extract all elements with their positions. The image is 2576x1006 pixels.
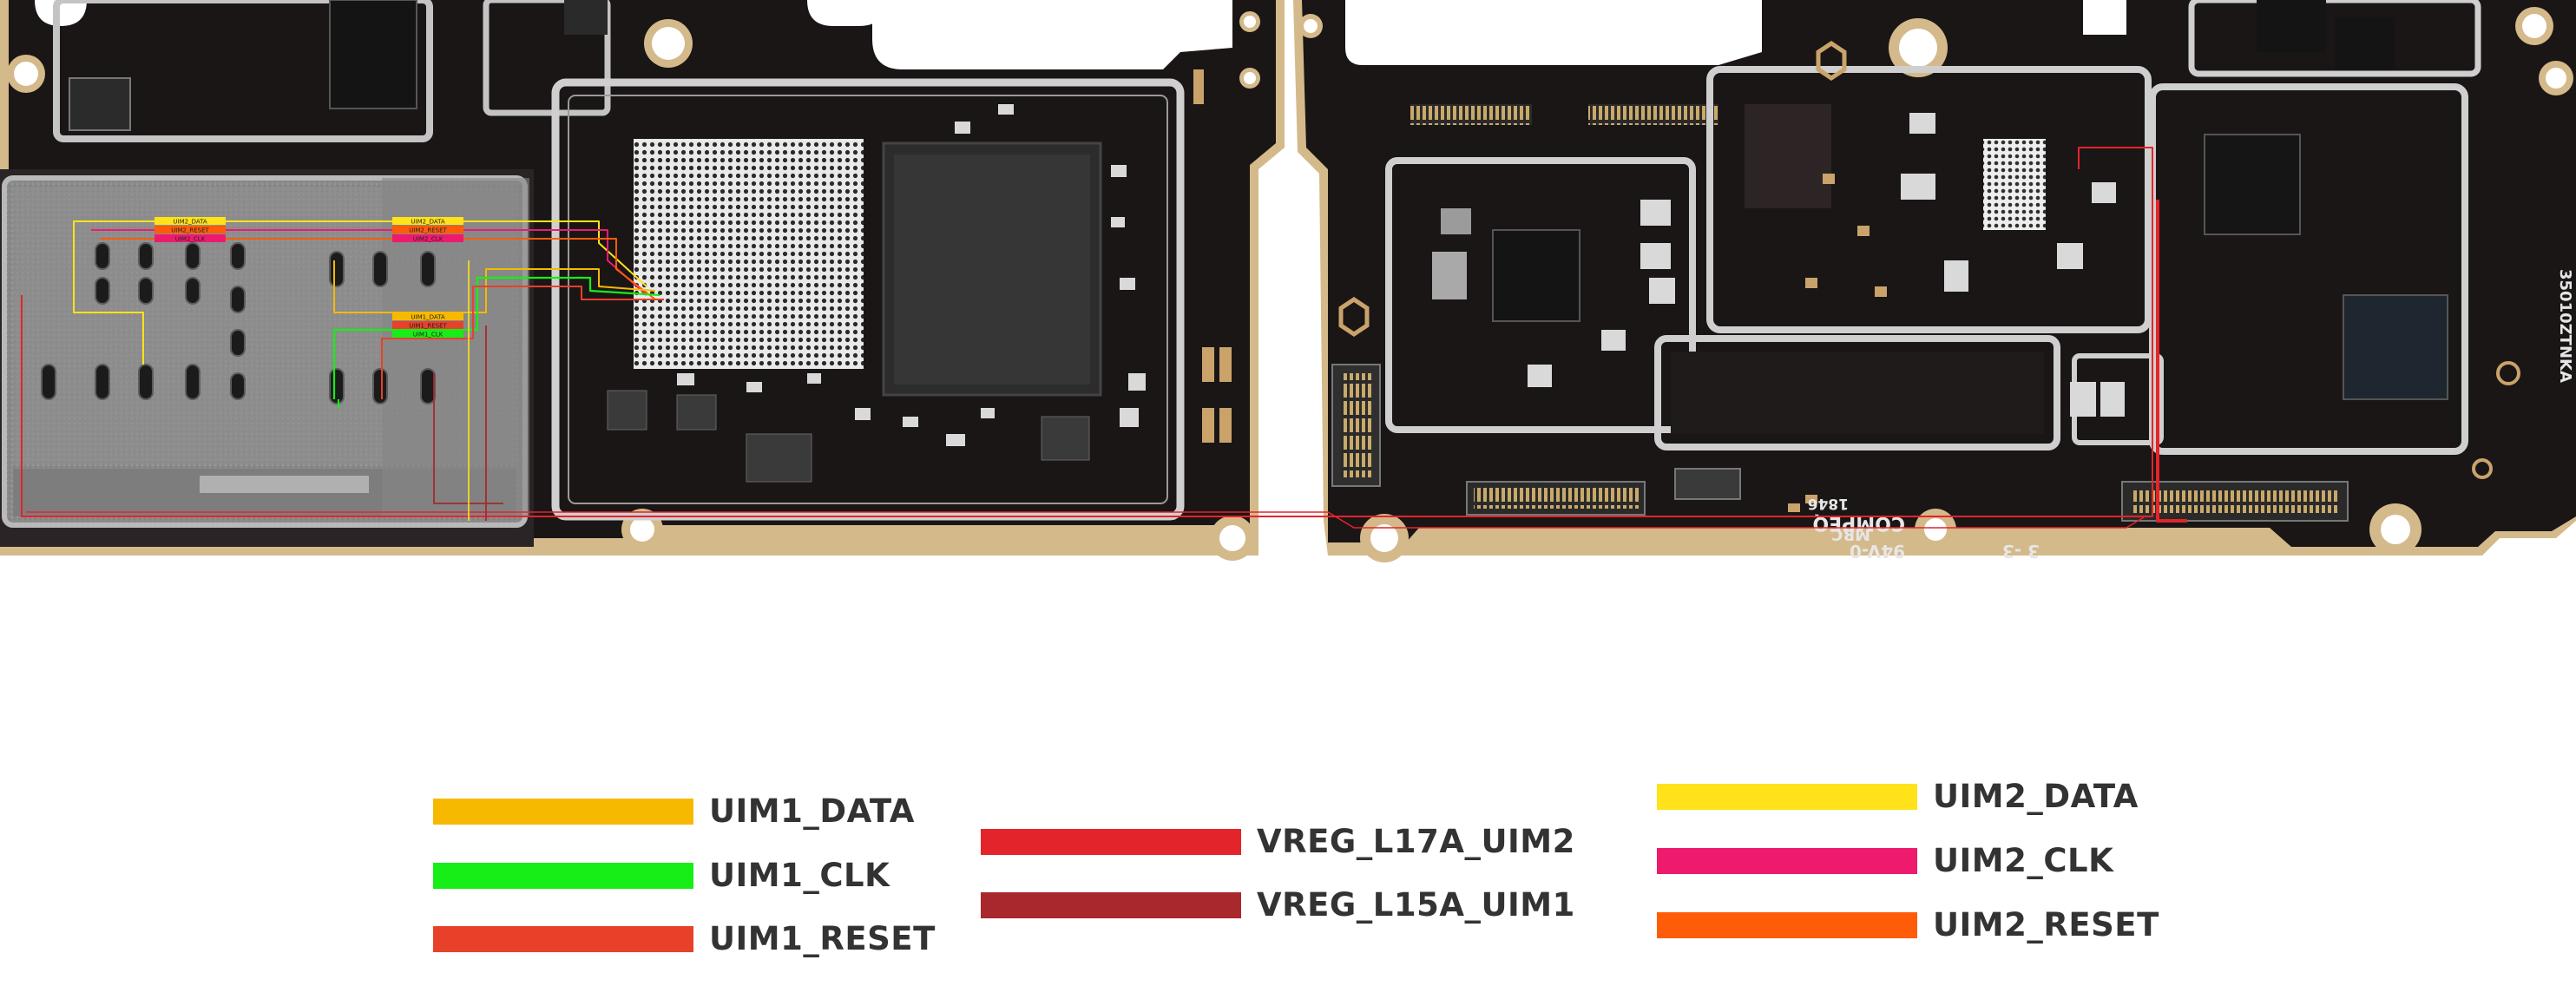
- right-board: COMPEQ MRC 94V-0 3 -3 1846 35010ZTNKA: [1293, 0, 2576, 562]
- legend-label-uim2-reset: UIM2_RESET: [1933, 906, 2159, 944]
- tag-uim2-clk-2: UIM2_CLK: [392, 234, 463, 243]
- trace-vreg-l15a-uim1: [433, 373, 503, 504]
- silk-num: 3 -3: [2002, 541, 2040, 562]
- tag-uim1-clk: UIM1_CLK: [392, 330, 463, 339]
- legend-label-vreg-l15a-uim1: VREG_L15A_UIM1: [1257, 886, 1575, 924]
- silk-rev: 94V-0: [1850, 541, 1905, 562]
- trace-uim2-reset: [100, 238, 656, 300]
- silk-date: 1846: [1808, 495, 1849, 512]
- svg-text:UIM2_RESET: UIM2_RESET: [409, 227, 447, 234]
- legend-swatch-uim2-clk: [1657, 848, 1917, 874]
- svg-text:UIM2_DATA: UIM2_DATA: [411, 219, 444, 226]
- svg-text:UIM2_RESET: UIM2_RESET: [171, 227, 209, 234]
- tag-uim2-clk: UIM2_CLK: [154, 234, 226, 243]
- trace-uim2-data: [73, 220, 647, 365]
- svg-text:UIM2_CLK: UIM2_CLK: [175, 236, 206, 243]
- legend-swatch-uim1-data: [433, 799, 693, 825]
- left-board: [0, 0, 1285, 561]
- legend-swatch-uim2-reset: [1657, 912, 1917, 938]
- legend-swatch-vreg-l17a-uim2: [981, 829, 1241, 855]
- tag-uim2-data: UIM2_DATA: [154, 217, 226, 226]
- svg-text:UIM2_DATA: UIM2_DATA: [173, 219, 207, 226]
- legend-swatch-uim1-clk: [433, 863, 693, 889]
- tag-uim1-data: UIM1_DATA: [392, 312, 463, 321]
- trace-vreg-l17a-uim2-c: [2156, 200, 2187, 523]
- trace-uim1-data: [333, 260, 656, 313]
- trace-vreg-l17a-uim2: [21, 147, 2153, 517]
- legend-label-uim1-clk: UIM1_CLK: [709, 857, 890, 894]
- pcb-board-image: COMPEQ MRC 94V-0 3 -3 1846 35010ZTNKA UI…: [0, 0, 2576, 562]
- tag-uim2-reset: UIM2_RESET: [154, 226, 226, 234]
- trace-vreg-l17a-uim2-b: [26, 511, 2145, 529]
- legend-label-uim1-reset: UIM1_RESET: [709, 920, 936, 957]
- tag-uim1-reset: UIM1_RESET: [392, 321, 463, 330]
- svg-text:UIM1_CLK: UIM1_CLK: [413, 332, 444, 339]
- sim-contacts: [41, 242, 436, 404]
- legend-label-vreg-l17a-uim2: VREG_L17A_UIM2: [1257, 823, 1575, 860]
- legend-swatch-uim1-reset: [433, 926, 693, 952]
- legend-label-uim1-data: UIM1_DATA: [709, 792, 915, 830]
- signal-tags: UIM2_DATA UIM2_RESET UIM2_CLK UIM2_DATA …: [154, 217, 463, 339]
- tag-uim2-data-2: UIM2_DATA: [392, 217, 463, 226]
- svg-text:UIM1_DATA: UIM1_DATA: [411, 314, 444, 321]
- trace-uim1-clk: [332, 276, 660, 399]
- trace-uim1-reset: [381, 286, 664, 399]
- legend-swatch-uim2-data: [1657, 784, 1917, 810]
- legend-swatch-vreg-l15a-uim1: [981, 892, 1241, 918]
- legend-label-uim2-clk: UIM2_CLK: [1933, 842, 2114, 879]
- tag-uim2-reset-2: UIM2_RESET: [392, 226, 463, 234]
- legend-label-uim2-data: UIM2_DATA: [1933, 778, 2139, 815]
- svg-text:UIM2_CLK: UIM2_CLK: [413, 236, 444, 243]
- silk-mrc: MRC: [1831, 525, 1870, 543]
- silk-part: 35010ZTNKA: [2556, 269, 2574, 383]
- svg-text:UIM1_RESET: UIM1_RESET: [409, 323, 447, 330]
- signal-traces: [21, 147, 2187, 529]
